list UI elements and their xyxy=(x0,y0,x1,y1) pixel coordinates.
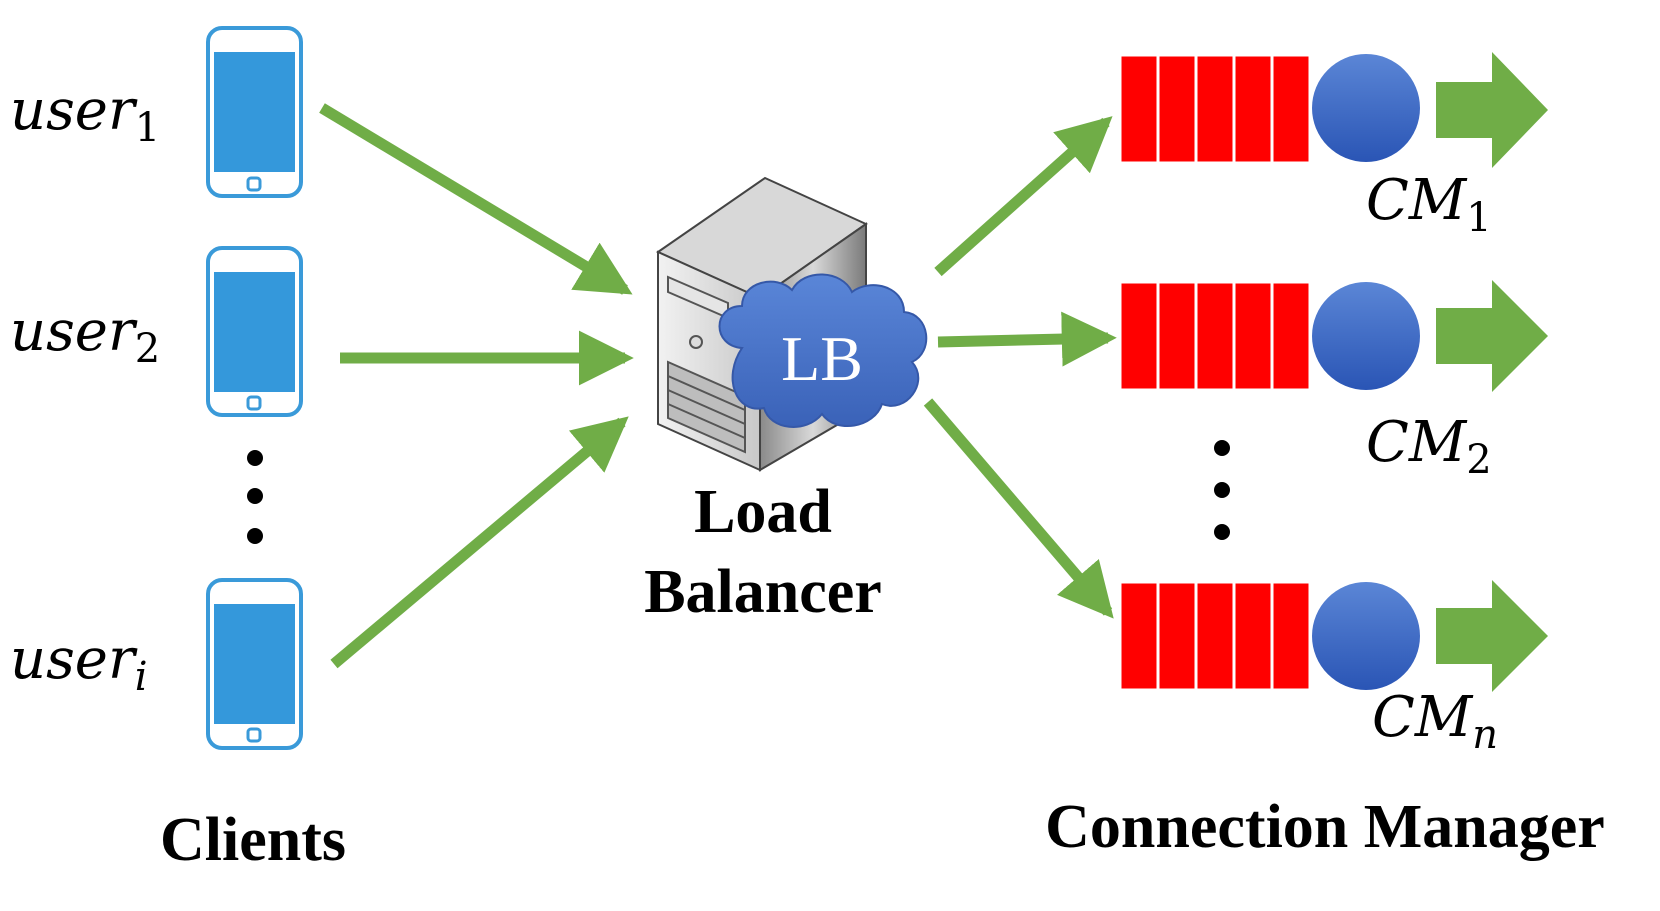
output-arrows xyxy=(1436,52,1548,692)
lb-cloud-label: LB xyxy=(781,323,863,394)
queue-cm1 xyxy=(1118,53,1312,165)
clients-ellipsis xyxy=(247,450,263,544)
user-2-label: user2 xyxy=(10,299,160,372)
queue-cmn xyxy=(1118,580,1312,692)
user-1-label: user1 xyxy=(10,78,160,151)
clients-group-label: Clients xyxy=(160,806,346,874)
client-arrows xyxy=(319,103,634,669)
arrow-lb-to-cm1 xyxy=(934,116,1113,277)
queue-cm2 xyxy=(1118,280,1312,392)
output-arrow-cm1 xyxy=(1436,52,1548,168)
phone-user-1 xyxy=(206,26,303,198)
lb-label-line2: Balancer xyxy=(644,558,882,626)
cm-1-label: CM1 xyxy=(1366,168,1492,241)
phone-user-i xyxy=(206,578,303,750)
server-circle-cm1 xyxy=(1312,54,1420,162)
arrow-lb-to-cm2 xyxy=(937,311,1117,367)
output-arrow-cmn xyxy=(1436,580,1548,692)
user-i-label: useri xyxy=(10,627,148,700)
cm-ellipsis xyxy=(1214,440,1230,540)
output-arrow-cm2 xyxy=(1436,280,1548,392)
cm-n-label: CMn xyxy=(1372,685,1498,758)
connection-manager-group-label: Connection Manager xyxy=(1045,793,1605,861)
server-circle-cmn xyxy=(1312,582,1420,690)
arrow-user1-to-lb xyxy=(319,103,633,295)
lb-arrows xyxy=(923,116,1117,619)
arrow-useri-to-lb xyxy=(330,416,629,669)
lb-label-line1: Load xyxy=(694,478,832,546)
arrow-lb-to-cmn xyxy=(923,398,1114,619)
lb-cloud-icon xyxy=(718,273,928,428)
cm-2-label: CM2 xyxy=(1366,410,1492,483)
server-circle-cm2 xyxy=(1312,282,1420,390)
phone-user-2 xyxy=(206,246,303,417)
